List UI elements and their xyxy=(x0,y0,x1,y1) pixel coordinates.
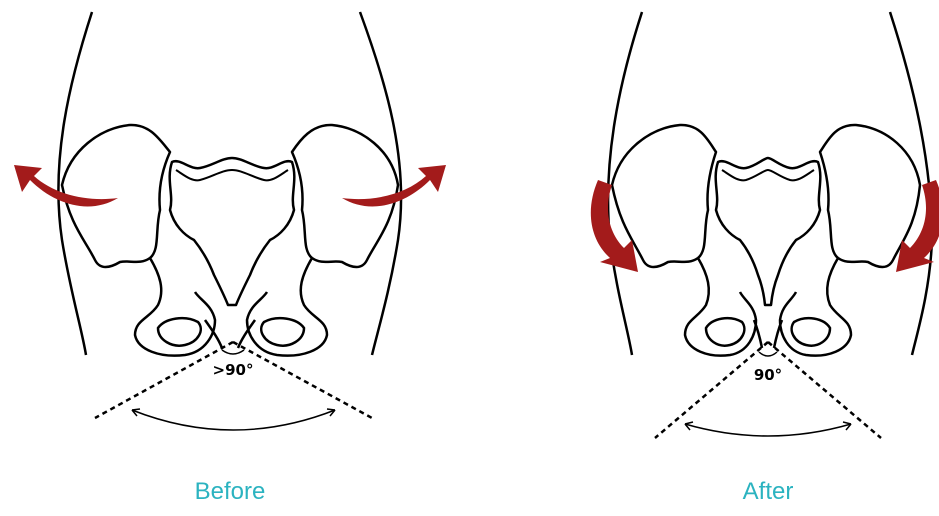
left-ischium xyxy=(135,258,215,356)
body-outline-right xyxy=(360,12,401,355)
large-angle-arc xyxy=(685,424,851,436)
sacrum xyxy=(716,158,821,305)
panel-caption: Before xyxy=(130,478,330,506)
sacrum xyxy=(170,158,295,305)
right-ischium xyxy=(247,258,327,356)
before-panel: >90° Before xyxy=(0,0,470,516)
body-outline-right xyxy=(890,12,932,355)
left-obturator-foramen xyxy=(706,318,744,345)
right-ischium xyxy=(780,258,851,356)
rotation-arrow-right xyxy=(896,180,939,272)
after-panel: 90° After xyxy=(540,0,939,516)
left-ilium xyxy=(62,125,170,267)
pubic-symphysis-right xyxy=(774,320,782,348)
large-angle-arc xyxy=(132,410,335,430)
angle-line-right xyxy=(768,342,881,438)
right-obturator-foramen xyxy=(792,318,830,345)
right-ilium xyxy=(292,125,398,267)
after-pelvis-illustration: 90° xyxy=(540,0,939,516)
angle-label: 90° xyxy=(754,366,782,384)
angle-line-left xyxy=(95,342,233,418)
small-angle-arc xyxy=(759,352,777,356)
pubic-symphysis-left xyxy=(754,320,762,348)
before-pelvis-illustration: >90° xyxy=(0,0,470,516)
panel-caption: After xyxy=(668,478,868,506)
right-obturator-foramen xyxy=(261,318,304,345)
left-obturator-foramen xyxy=(158,318,201,345)
angle-label: >90° xyxy=(213,361,254,379)
sacrum-inner-edge xyxy=(722,170,814,180)
sacrum-inner-edge xyxy=(176,170,288,180)
small-angle-arc xyxy=(222,350,244,354)
left-ischium xyxy=(685,258,756,356)
angle-line-left xyxy=(655,342,768,438)
